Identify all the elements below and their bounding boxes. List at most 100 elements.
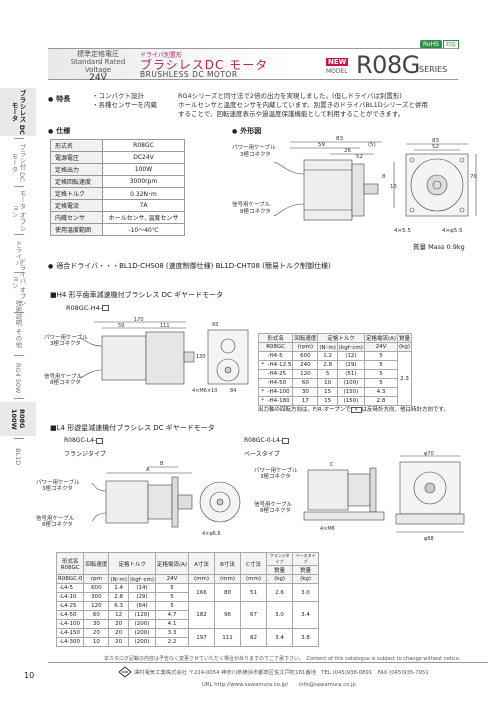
table-cell: (12) bbox=[336, 351, 365, 361]
table-cell: (64) bbox=[127, 601, 156, 611]
placeholder-box bbox=[282, 437, 290, 444]
h4-dim: 84 bbox=[230, 388, 236, 394]
table-cell: 20 bbox=[108, 637, 129, 647]
l4-type-base: ベースタイプ bbox=[244, 451, 280, 458]
h4-note-text: 出力軸の回転方向は、F/R オープンで bbox=[258, 407, 351, 413]
spec-key: 定格回転速度 bbox=[50, 175, 103, 188]
table-cell: 5 bbox=[363, 360, 399, 370]
l4b-power-cable: パワー用ケーブル bbox=[254, 468, 298, 474]
table-cell: -L4-25 bbox=[55, 601, 85, 611]
side-tab-label: BL1D bbox=[14, 448, 22, 466]
side-tab-brushless[interactable]: ブラシレス DCモータ bbox=[0, 88, 36, 136]
col-subheader: (mm) bbox=[188, 574, 216, 584]
table-cell: -H4-25 bbox=[266, 369, 294, 379]
col-header: 回転速度 bbox=[83, 552, 110, 575]
table-cell: 120 bbox=[83, 601, 110, 611]
table-cell: 2.8 bbox=[363, 396, 399, 406]
side-tab-brushed[interactable]: ブラシ付 DCモータ bbox=[0, 142, 36, 184]
group-cell: 182 bbox=[188, 601, 216, 629]
table-cell: 10 bbox=[83, 637, 110, 647]
table-cell: 5 bbox=[154, 592, 190, 602]
spec-value: ホールセンサ, 温度センサ bbox=[102, 211, 185, 224]
side-divider bbox=[14, 438, 24, 439]
signal-cable-label: 信号用ケーブル bbox=[232, 202, 271, 208]
side-divider bbox=[14, 312, 24, 313]
table-cell: * bbox=[258, 387, 267, 397]
col-header: 質量 bbox=[292, 565, 320, 575]
group-cell: 51 bbox=[240, 583, 268, 602]
dim-label: 59 bbox=[318, 142, 325, 148]
side-divider bbox=[14, 138, 24, 139]
series-label: SERIES bbox=[419, 65, 448, 74]
rated-voltage-en: Standard Rated Voltage bbox=[70, 58, 126, 74]
col-header: 形式名 bbox=[257, 333, 294, 343]
l4-power-cable: パワー用ケーブル bbox=[36, 480, 80, 486]
side-tab-rg4[interactable]: RG4 50W bbox=[0, 360, 36, 396]
table-cell: -L4-100 bbox=[55, 619, 85, 629]
spec-key: 形式名 bbox=[50, 139, 103, 152]
table-cell: -L4-150 bbox=[55, 628, 85, 638]
dim-label: 52 bbox=[356, 154, 363, 160]
col-header-text: 形式名 bbox=[61, 558, 79, 565]
table-cell: (200) bbox=[127, 637, 156, 647]
table-cell: * bbox=[258, 396, 267, 406]
table-cell: 1.4 bbox=[108, 583, 129, 593]
side-tab-label: ブラシレス DCモータ bbox=[10, 89, 26, 135]
side-tab-r08g[interactable]: R08G 100W bbox=[0, 402, 36, 436]
table-cell: 30 bbox=[83, 619, 110, 629]
table-cell: -L4-10 bbox=[55, 592, 85, 602]
l4-power-conn: 3極コネクタ bbox=[42, 486, 73, 492]
placeholder-box bbox=[96, 437, 104, 444]
table-cell: -H4-12.5 bbox=[266, 360, 294, 370]
table-cell: (29) bbox=[127, 592, 156, 602]
col-header: 定格トルク bbox=[317, 333, 365, 343]
spec-value: 7A bbox=[102, 199, 185, 212]
h4-note: 出力軸の回転方向は、F/R オープンで*は反時計方向、他は時計方向です。 bbox=[258, 405, 449, 414]
h4-heading-text: H4 形平歯車減速機付ブラシレス DC ギヤードモータ bbox=[56, 291, 224, 299]
col-subheader: (kg) bbox=[292, 574, 320, 584]
side-tab-motor-option[interactable]: モータ オプション bbox=[0, 190, 36, 232]
l4-model-flange: R08GC-L4- bbox=[64, 437, 104, 444]
table-cell: 20 bbox=[108, 628, 129, 638]
spec-row: 内蔵センサホールセンサ, 温度センサ bbox=[50, 211, 185, 224]
table-cell: (150) bbox=[336, 387, 365, 397]
group-cell: 3.4 bbox=[266, 628, 294, 647]
table-cell bbox=[258, 369, 267, 379]
side-tab-driver[interactable]: ドライバ bbox=[0, 238, 36, 268]
l4-signal-cable: 信号用ケーブル bbox=[36, 516, 75, 522]
col-header: A寸法 bbox=[188, 552, 216, 575]
side-tab-technical[interactable]: 技術説明 その他 bbox=[0, 300, 36, 348]
col-header-text: R08GC bbox=[60, 564, 80, 571]
col-subheader: (mm) bbox=[240, 574, 268, 584]
table-cell: 2.8 bbox=[317, 360, 338, 370]
dim-label: 70 bbox=[470, 174, 477, 180]
col-subheader: (kgf･cm) bbox=[336, 342, 365, 352]
side-tab-driver-option[interactable]: ドライバ オプション bbox=[0, 256, 36, 308]
side-tab-bl1d[interactable]: BL1D bbox=[0, 440, 36, 474]
spec-value: -10〜40℃ bbox=[102, 223, 185, 236]
h4-dim: 111 bbox=[160, 323, 170, 329]
table-cell: -L4-50 bbox=[55, 610, 85, 620]
table-cell: 6.3 bbox=[108, 601, 129, 611]
l4-dim: φ70 bbox=[424, 451, 434, 457]
group-cell: 3.8 bbox=[292, 628, 320, 647]
group-cell: 3.0 bbox=[292, 583, 320, 602]
l4-model-flange-text: R08GC-L4- bbox=[64, 437, 97, 444]
col-subheader: 24V bbox=[154, 574, 190, 584]
col-header: 定格電流(A) bbox=[154, 552, 190, 575]
table-cell: 1.2 bbox=[317, 351, 338, 361]
table-cell: 600 bbox=[83, 583, 110, 593]
l4-dim: A bbox=[146, 467, 150, 473]
table-cell: 12 bbox=[108, 610, 129, 620]
h4-signal-conn: 8極コネクタ bbox=[50, 380, 81, 386]
group-cell: 82 bbox=[240, 628, 268, 647]
col-subheader: (N･m) bbox=[108, 574, 129, 584]
h4-dim: 4×M6×10 bbox=[192, 388, 217, 394]
table-cell: 4.1 bbox=[154, 619, 190, 629]
company-logo-icon bbox=[118, 666, 132, 678]
side-divider bbox=[14, 272, 24, 273]
